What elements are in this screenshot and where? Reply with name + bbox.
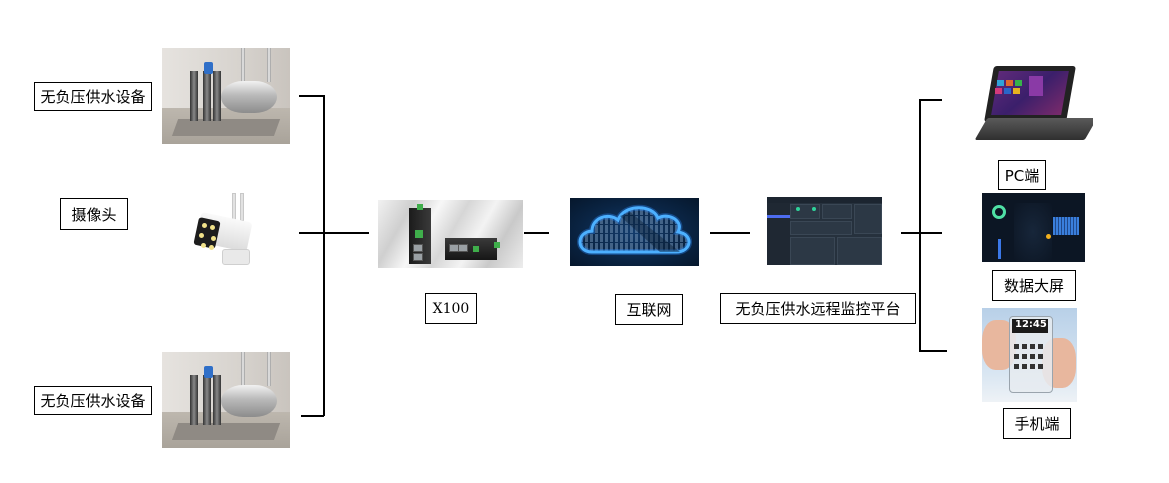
connector-internet-platform xyxy=(710,232,750,234)
connector-bigscreen xyxy=(919,232,942,234)
label-bigscreen: 数据大屏 xyxy=(992,270,1076,301)
connector-pc xyxy=(919,99,942,101)
laptop-image xyxy=(975,66,1093,146)
water-equipment-photo-top xyxy=(162,48,290,144)
connector-x100-internet xyxy=(524,232,549,234)
connector-camera xyxy=(299,232,369,234)
phone-image: 12:45 xyxy=(982,308,1077,402)
internet-cloud-image xyxy=(570,198,699,266)
connector-right-bus xyxy=(919,99,921,351)
dashboard-screenshot-image xyxy=(982,193,1085,262)
platform-screenshot-image xyxy=(767,197,882,265)
connector-phone xyxy=(919,350,947,352)
label-platform: 无负压供水远程监控平台 xyxy=(720,293,916,324)
label-water-equipment-bottom: 无负压供水设备 xyxy=(34,386,152,415)
water-equipment-photo-bottom xyxy=(162,352,290,448)
label-water-equipment-top: 无负压供水设备 xyxy=(34,82,152,111)
x100-gateway-image xyxy=(378,200,523,268)
camera-image xyxy=(192,193,258,271)
label-internet: 互联网 xyxy=(615,294,683,325)
label-x100: X100 xyxy=(425,293,477,324)
label-pc: PC端 xyxy=(998,160,1046,190)
label-camera: 摄像头 xyxy=(60,198,128,230)
connector-top-equipment xyxy=(299,95,324,97)
label-mobile: 手机端 xyxy=(1003,408,1071,439)
connector-bottom-equipment xyxy=(301,415,324,417)
phone-clock-text: 12:45 xyxy=(1015,319,1047,330)
connector-left-bus xyxy=(323,95,325,416)
